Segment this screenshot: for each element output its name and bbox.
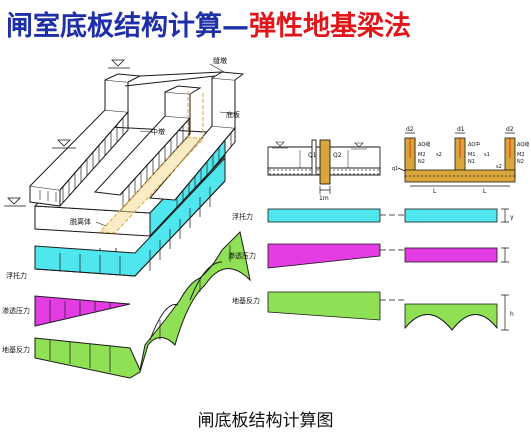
label-q2: Q2 (333, 152, 342, 159)
label-d2-left: d2 (406, 126, 414, 133)
title-part-2: 弹性地基梁法 (249, 11, 411, 42)
right-cross-section (267, 139, 381, 194)
left-sluice-drawing (4, 59, 245, 256)
label-free-body: 脱离体 (70, 217, 91, 226)
label-floor: 底板 (226, 110, 240, 119)
label-d2-right: d2 (506, 126, 514, 133)
label-foundation-right: 地基反力 (232, 296, 260, 305)
label-seepage-left: 渗透压力 (2, 306, 30, 315)
label-d1: d1 (457, 126, 465, 133)
label-width-right: 1m (319, 195, 329, 202)
label-s-mid: s1 (484, 152, 490, 158)
label-l-right: L (483, 188, 487, 195)
label-m2-left: M2 (418, 152, 426, 158)
left-buoyancy-diagram (34, 156, 226, 277)
label-foundation-left: 地基反力 (2, 345, 30, 354)
label-pier: 缝墩 (213, 56, 227, 65)
label-middle-pier: 中墩 (151, 127, 165, 136)
label-l-left: L (433, 188, 437, 195)
figure-caption: 闸底板结构计算图 (197, 411, 334, 431)
left-foundation-diagram (34, 230, 251, 379)
right-buoyancy-diagram (267, 208, 509, 223)
label-dq-seam-2: ΔQ缝 (517, 141, 529, 148)
label-s-left: s2 (436, 152, 442, 158)
structure-diagram: 缝墩 底板 中墩 脱离体 1m 浮托力 渗透压力 地基反力 Q1 Q2 1m (2, 56, 529, 379)
label-seepage-right: 渗透压力 (228, 251, 256, 260)
label-q-left: q1 (392, 166, 398, 172)
label-buoyancy-right: 浮托力 (232, 212, 253, 221)
label-q1: Q1 (308, 152, 317, 159)
right-seepage-diagram (267, 243, 509, 269)
label-n2-left: N2 (418, 159, 425, 165)
label-gamma: γ (510, 214, 514, 221)
label-n2-right: N2 (517, 159, 524, 165)
title-dash: — (222, 11, 249, 42)
label-n1: N1 (468, 159, 475, 165)
label-buoyancy-left: 浮托力 (6, 271, 27, 280)
label-m1: M1 (468, 152, 476, 158)
left-seepage-diagram (34, 295, 131, 327)
label-h: h (510, 311, 514, 318)
right-foundation-diagram (267, 291, 509, 331)
title-part-1: 闸室底板结构计算 (6, 11, 222, 42)
label-m2-right: M2 (517, 152, 525, 158)
page-title: 闸室底板结构计算—弹性地基梁法 (6, 4, 411, 43)
label-s-right: s2 (496, 164, 502, 170)
right-beam-diagram (397, 132, 516, 187)
label-dq-seam: ΔQ缝 (418, 141, 430, 148)
label-dq-mid: ΔQ中 (468, 141, 480, 148)
free-body-strip (98, 136, 205, 234)
